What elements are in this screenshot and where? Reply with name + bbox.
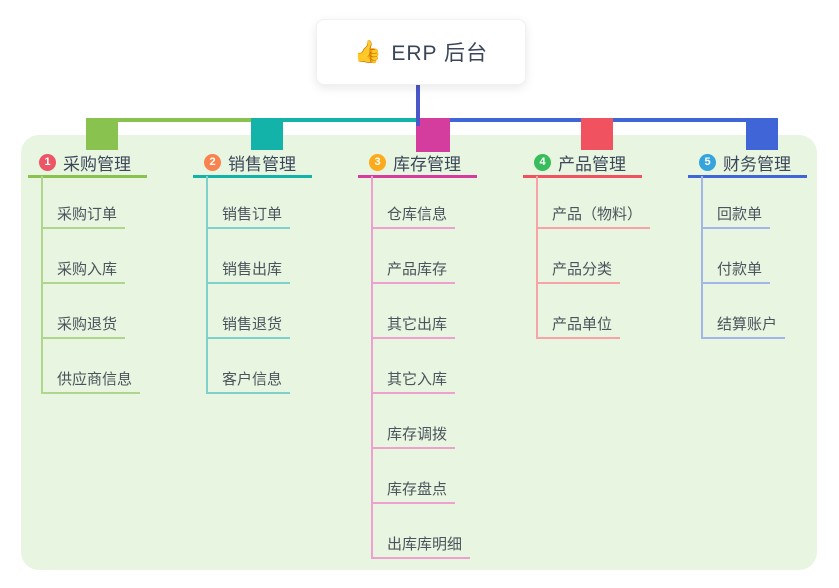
branch-underline [358,175,477,178]
child-node[interactable]: 产品库存 [371,257,455,284]
branch-label: 产品管理 [558,154,626,174]
child-label: 供应商信息 [57,371,133,388]
branch-number-badge: 1 [39,153,56,171]
background-panel [21,135,817,570]
branch-underline [193,175,312,178]
child-label: 采购入库 [57,261,118,278]
child-node[interactable]: 采购入库 [41,257,125,284]
child-label: 出库库明细 [387,536,463,553]
child-node[interactable]: 采购退货 [41,312,125,339]
branch-trunk-line [41,176,43,394]
branch-label: 采购管理 [63,154,131,174]
branch-node-title[interactable]: 3 库存管理 [369,151,461,174]
child-label: 其它入库 [387,371,448,388]
child-label: 仓库信息 [387,206,448,223]
child-node[interactable]: 产品（物料） [536,202,650,229]
child-node[interactable]: 其它入库 [371,367,455,394]
child-node[interactable]: 回款单 [701,202,770,229]
branch-drop-line [86,118,118,150]
branch-number-badge: 5 [699,153,716,171]
branch-node-title[interactable]: 2 销售管理 [204,151,296,174]
branch-trunk-line [701,176,703,339]
branch-underline [523,175,642,178]
child-node[interactable]: 销售出库 [206,257,290,284]
child-label: 客户信息 [222,371,283,388]
child-label: 产品库存 [387,261,448,278]
child-label: 库存调拨 [387,426,448,443]
branch-node-title[interactable]: 4 产品管理 [534,151,626,174]
child-label: 销售订单 [222,206,283,223]
branch-trunk-line [371,176,373,559]
child-node[interactable]: 采购订单 [41,202,125,229]
child-node[interactable]: 仓库信息 [371,202,455,229]
child-node[interactable]: 产品单位 [536,312,620,339]
branch-drop-line [251,118,283,150]
child-label: 销售退货 [222,316,283,333]
child-node[interactable]: 供应商信息 [41,367,140,394]
child-label: 回款单 [717,206,763,223]
child-label: 销售出库 [222,261,283,278]
child-node[interactable]: 结算账户 [701,312,785,339]
child-label: 结算账户 [717,316,778,333]
branch-label: 财务管理 [723,154,791,174]
branch-drop-line [746,118,778,150]
child-label: 产品单位 [552,316,613,333]
child-label: 库存盘点 [387,481,448,498]
child-label: 采购退货 [57,316,118,333]
child-node[interactable]: 库存盘点 [371,477,455,504]
branch-number-badge: 4 [534,153,551,171]
branch-label: 库存管理 [393,154,461,174]
branch-underline [28,175,147,178]
branch-drop-line [416,118,450,152]
child-node[interactable]: 销售退货 [206,312,290,339]
child-label: 其它出库 [387,316,448,333]
root-node[interactable]: 👍 ERP 后台 [316,19,526,85]
child-node[interactable]: 付款单 [701,257,770,284]
child-node[interactable]: 库存调拨 [371,422,455,449]
branch-drop-line [581,118,613,150]
connector-line-mid [251,118,420,122]
child-node[interactable]: 客户信息 [206,367,290,394]
branch-label: 销售管理 [228,154,296,174]
branch-number-badge: 3 [369,153,386,171]
child-node[interactable]: 销售订单 [206,202,290,229]
branch-underline [688,175,807,178]
root-label: ERP 后台 [391,42,489,65]
branch-number-badge: 2 [204,153,221,171]
child-node[interactable]: 出库库明细 [371,532,470,559]
branch-node-title[interactable]: 5 财务管理 [699,151,791,174]
branch-node-title[interactable]: 1 采购管理 [39,151,131,174]
branch-trunk-line [206,176,208,394]
root-connector-line [416,82,420,126]
child-label: 产品（物料） [552,206,643,223]
child-node[interactable]: 其它出库 [371,312,455,339]
branch-trunk-line [536,176,538,339]
child-label: 产品分类 [552,261,613,278]
child-label: 采购订单 [57,206,118,223]
thumbs-up-icon: 👍 [353,39,382,64]
child-label: 付款单 [717,261,763,278]
child-node[interactable]: 产品分类 [536,257,620,284]
